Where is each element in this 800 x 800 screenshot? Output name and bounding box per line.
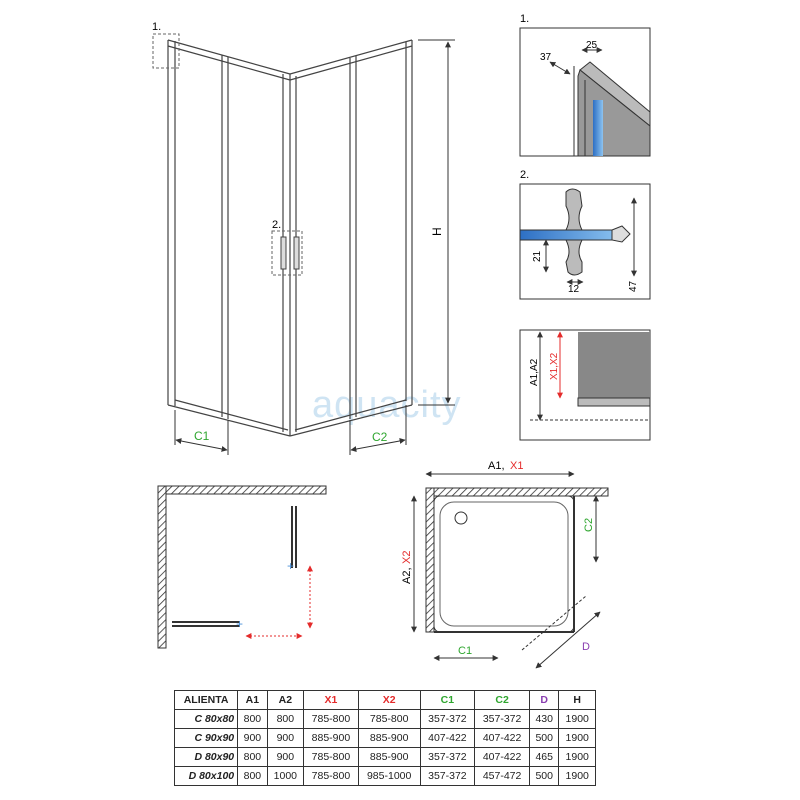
height-label: H: [430, 227, 444, 236]
detail-1-dim-b: 37: [540, 52, 552, 63]
table-cell: 500: [528, 766, 560, 786]
enclosure-perspective: [167, 39, 413, 437]
table-cell: 900: [266, 728, 305, 748]
c1-label: C1: [194, 429, 210, 443]
table-row: C 90x90 900 900 885-900 885-900 407-422 …: [173, 728, 596, 748]
detail-1-title: 1.: [520, 13, 529, 25]
detail-1-marker-box: [152, 33, 180, 69]
spec-table: ALIENTA A1 A2 X1 X2 C1 C2 D H C 80x80 80…: [173, 690, 596, 786]
col-header: A2: [266, 690, 305, 710]
svg-text:+: +: [236, 617, 243, 631]
table-cell: 800: [237, 709, 268, 729]
table-row: D 80x90 800 900 785-800 885-900 357-372 …: [173, 747, 596, 767]
table-cell: D 80x100: [173, 766, 239, 786]
detail-2-frame: [519, 183, 651, 300]
table-header-row: ALIENTA A1 A2 X1 X2 C1 C2 D H: [173, 690, 596, 710]
table-cell: 885-900: [357, 747, 421, 767]
col-header: C2: [474, 690, 530, 710]
c1-dimension: [174, 410, 229, 455]
detail-3-profile: [577, 397, 651, 407]
plan-c2: C2: [583, 518, 595, 532]
plan-side-a: A2,: [401, 567, 413, 584]
table-cell: 900: [237, 728, 268, 748]
table-cell: 430: [528, 709, 560, 729]
detail-2-dim-c: 47: [628, 280, 639, 292]
door-handles: [280, 236, 300, 270]
table-cell: C 80x80: [173, 709, 239, 729]
table-cell: 1900: [558, 747, 596, 767]
col-header: A1: [237, 690, 268, 710]
table-row: C 80x80 800 800 785-800 785-800 357-372 …: [173, 709, 596, 729]
detail-3-wall: [578, 332, 650, 398]
table-cell: 785-800: [303, 766, 359, 786]
table-cell: 900: [266, 747, 305, 767]
plan-side-x: X2: [401, 551, 413, 564]
table-cell: 407-422: [474, 728, 530, 748]
detail-1-dim-a: 25: [586, 40, 598, 51]
table-cell: 885-900: [303, 728, 359, 748]
col-header: H: [558, 690, 596, 710]
table-cell: 1900: [558, 709, 596, 729]
svg-text:+: +: [287, 559, 294, 573]
table-cell: 785-800: [303, 709, 359, 729]
col-header: C1: [419, 690, 476, 710]
detail-2-dim-a: 21: [532, 250, 543, 262]
col-header: ALIENTA: [173, 690, 239, 710]
plan-d: D: [582, 641, 590, 653]
plan-top-x: X1: [510, 460, 523, 472]
table-cell: 1900: [558, 766, 596, 786]
table-cell: 357-372: [419, 709, 476, 729]
plan-tray: [425, 487, 609, 633]
plan-movement: + +: [157, 485, 327, 649]
marker-2-label: 2.: [272, 219, 281, 231]
col-header: X2: [357, 690, 421, 710]
table-cell: 357-372: [474, 709, 530, 729]
detail-2-dim-b: 12: [568, 284, 580, 295]
table-cell: 407-422: [419, 728, 476, 748]
table-cell: 407-422: [474, 747, 530, 767]
table-row: D 80x100 800 1000 785-800 985-1000 357-3…: [173, 766, 596, 786]
table-cell: C 90x90: [173, 728, 239, 748]
table-cell: 500: [528, 728, 560, 748]
table-cell: 785-800: [303, 747, 359, 767]
height-dimension: [418, 39, 455, 406]
table-cell: 357-372: [419, 766, 476, 786]
table-cell: 1900: [558, 728, 596, 748]
table-cell: 885-900: [357, 728, 421, 748]
table-cell: 1000: [266, 766, 305, 786]
detail-1-profile: [573, 61, 651, 157]
table-cell: D 80x90: [173, 747, 239, 767]
col-header: D: [528, 690, 560, 710]
marker-1-label: 1.: [152, 21, 161, 33]
table-cell: 985-1000: [357, 766, 421, 786]
table-cell: 457-472: [474, 766, 530, 786]
table-cell: 800: [266, 709, 305, 729]
plan-c1: C1: [458, 645, 472, 657]
detail-3-label-a: A1,A2: [529, 358, 540, 386]
c2-dimension: [349, 405, 407, 455]
detail-3-label-x: X1,X2: [549, 352, 560, 380]
c2-label: C2: [372, 430, 388, 444]
detail-2-marker-box: [271, 230, 303, 276]
detail-2-title: 2.: [520, 169, 529, 181]
col-header: X1: [303, 690, 359, 710]
table-cell: 785-800: [357, 709, 421, 729]
detail-2-handle: [519, 188, 631, 276]
table-cell: 357-372: [419, 747, 476, 767]
plan-top-a: A1,: [488, 460, 505, 472]
table-cell: 465: [528, 747, 560, 767]
table-cell: 800: [237, 766, 268, 786]
table-cell: 800: [237, 747, 268, 767]
